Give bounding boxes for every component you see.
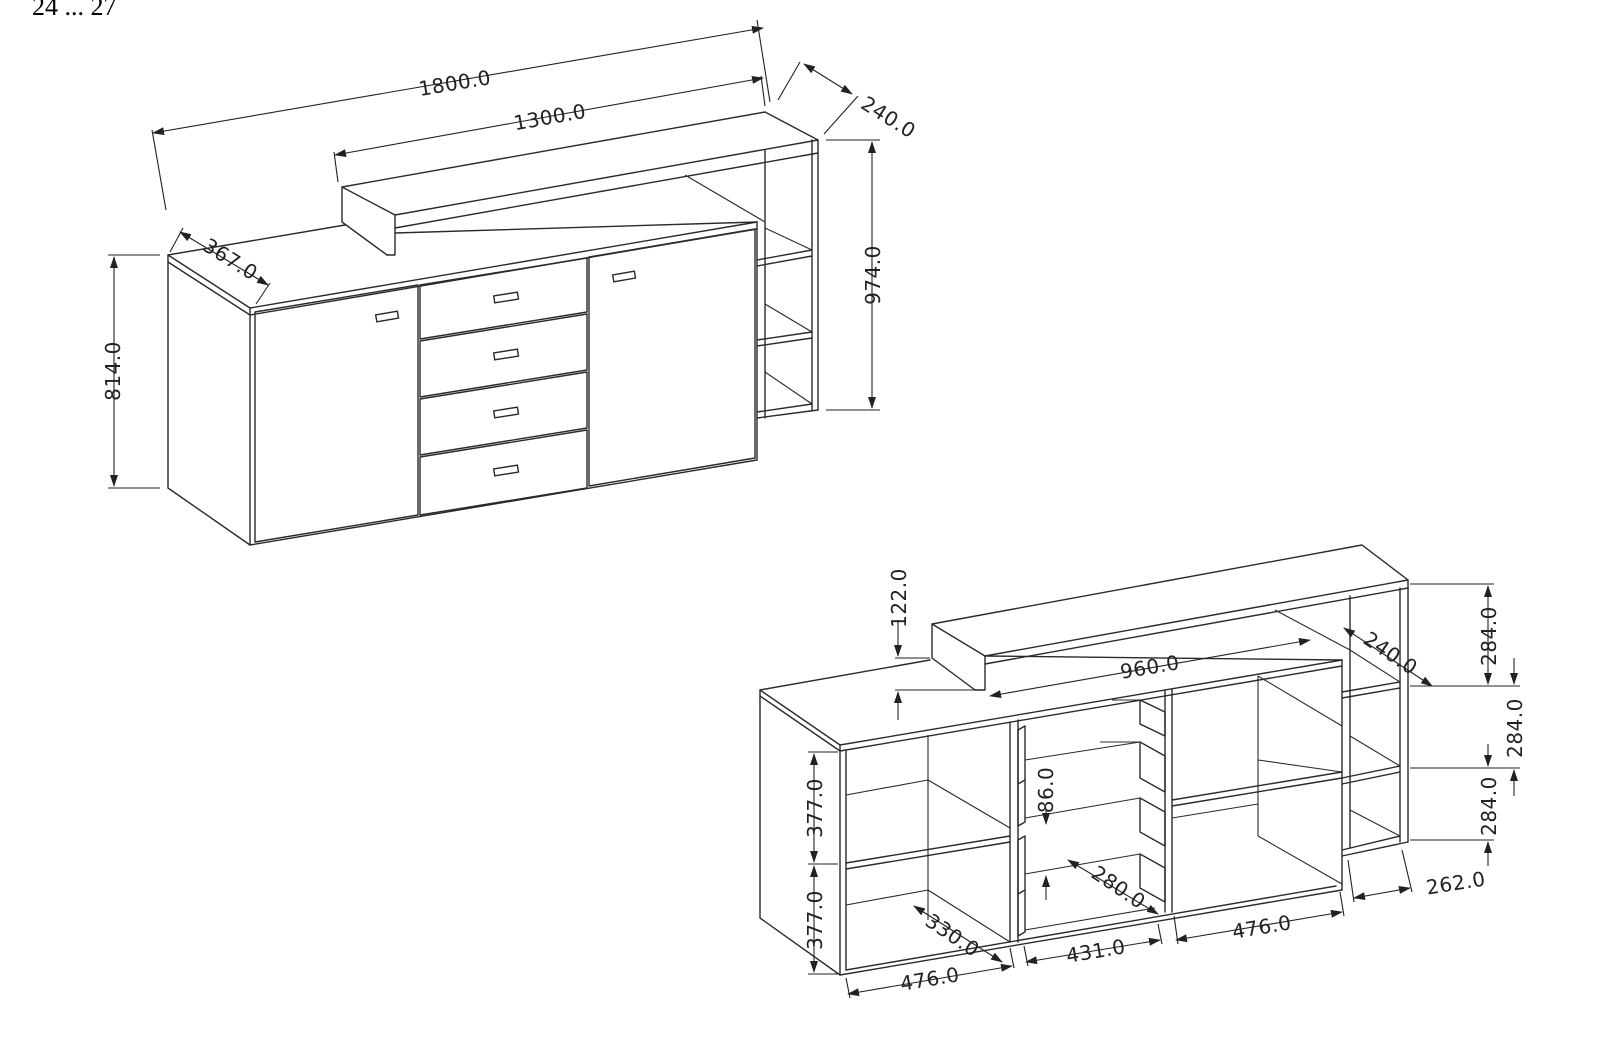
drawer-handle-2 <box>492 348 520 361</box>
dim-side-unit-depth: 262.0 <box>1424 866 1487 899</box>
left-door-handle <box>374 310 400 323</box>
dim-shelf-gap-mid: 284.0 <box>1503 698 1527 758</box>
dim-left-compartment-upper: 377.0 <box>803 778 827 838</box>
dim-drawer-height: 86.0 <box>1034 767 1058 814</box>
back-drawer-section <box>1017 689 1173 937</box>
dim-line-body-depth <box>179 231 269 286</box>
dim-inner-top-width: 960.0 <box>1118 650 1181 684</box>
right-door <box>588 228 756 487</box>
dim-shelf-gap-bottom: 284.0 <box>1477 776 1501 836</box>
back-view: 122.0 960.0 240.0 284.0 284.0 284.0 <box>759 544 1527 999</box>
dim-line-inner-top <box>989 637 1311 699</box>
dim-left-compartment-lower: 377.0 <box>803 890 827 950</box>
left-door <box>254 284 419 543</box>
back-left-compartment <box>845 719 1019 943</box>
drawer-handle-1 <box>492 291 520 304</box>
dim-left-width: 476.0 <box>898 962 961 996</box>
dim-right-width: 476.0 <box>1230 910 1293 944</box>
dim-back-shelf-depth: 240.0 <box>1359 627 1422 680</box>
dim-shelf-depth: 240.0 <box>857 91 920 143</box>
top-shelf <box>341 111 819 256</box>
dim-width-total: 1800.0 <box>417 65 493 101</box>
right-door-handle <box>611 270 637 283</box>
dim-riser-height: 122.0 <box>887 568 911 628</box>
back-right-compartment <box>1171 675 1343 885</box>
dim-total-height: 974.0 <box>861 245 885 305</box>
drawer-stack <box>419 257 588 516</box>
dim-middle-width: 431.0 <box>1064 934 1127 968</box>
page-title: 24 ... 27 <box>32 0 117 21</box>
dim-left-inner-depth: 330.0 <box>921 909 984 962</box>
drawer-handle-4 <box>492 464 520 477</box>
dim-body-height: 814.0 <box>101 341 125 401</box>
drawer-handle-3 <box>492 406 520 419</box>
dim-shelf-gap-top: 284.0 <box>1477 606 1501 666</box>
front-view: 1800.0 1300.0 240.0 367.0 814.0 <box>101 19 920 546</box>
dim-line-shelf-depth <box>803 63 853 95</box>
dim-top-shelf-width: 1300.0 <box>512 99 588 135</box>
side-shelving <box>684 139 819 419</box>
dim-line-top-shelf <box>334 76 764 157</box>
front-dimensions: 1800.0 1300.0 240.0 367.0 814.0 <box>101 19 920 489</box>
